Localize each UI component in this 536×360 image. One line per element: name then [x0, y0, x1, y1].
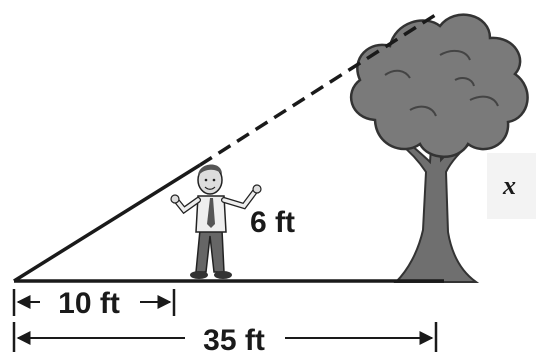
- short-distance-dimension: [12, 289, 176, 316]
- tree-canopy: [349, 13, 529, 158]
- long-distance-label: 35 ft: [203, 324, 265, 357]
- tree-illustration: [349, 13, 529, 283]
- tree-height-label: x: [502, 171, 516, 200]
- short-distance-label: 10 ft: [58, 287, 120, 320]
- x-label-background: [487, 153, 536, 219]
- person-illustration: [170, 164, 262, 279]
- person-height-label: 6 ft: [250, 206, 295, 239]
- long-distance-dimension: [12, 322, 438, 352]
- sight-line-dashed: [199, 10, 441, 167]
- sight-line-solid: [13, 163, 201, 283]
